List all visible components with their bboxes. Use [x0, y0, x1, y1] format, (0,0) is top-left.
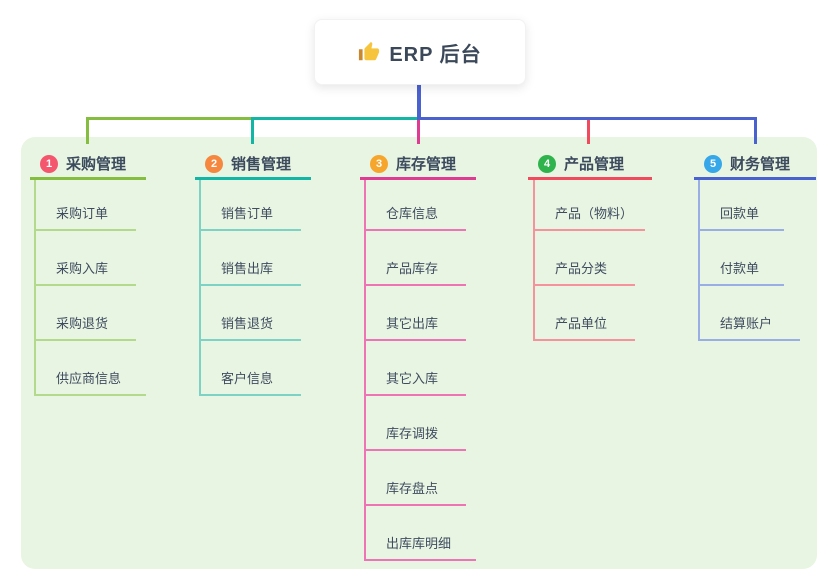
leaf-node[interactable]: 其它入库: [364, 364, 466, 396]
leaf-node[interactable]: 产品库存: [364, 254, 466, 286]
branch-badge-1: 1: [40, 154, 58, 173]
branch-badge-5: 5: [704, 154, 722, 173]
leaf-label: 产品库存: [386, 261, 439, 276]
leaf-label: 采购订单: [56, 206, 109, 221]
leaf-label: 仓库信息: [386, 206, 439, 221]
leaf-label: 库存盘点: [386, 481, 439, 496]
branch-badge-2: 2: [205, 154, 223, 173]
leaf-node[interactable]: 采购入库: [34, 254, 136, 286]
leaf-node[interactable]: 采购退货: [34, 309, 136, 341]
leaf-node[interactable]: 库存调拨: [364, 419, 466, 451]
root-node-label: ERP 后台: [389, 43, 482, 66]
leaf-label: 采购退货: [56, 316, 109, 331]
branch-label: 产品管理: [564, 156, 625, 173]
leaf-label: 结算账户: [720, 316, 773, 331]
branch-title-purchase[interactable]: 1 采购管理: [30, 150, 146, 180]
drop-line-finance: [754, 117, 757, 144]
rail-blue-line: [417, 117, 757, 120]
leaf-node[interactable]: 回款单: [698, 199, 784, 231]
branch-spine-purchase: [34, 180, 36, 396]
leaf-node[interactable]: 销售退货: [199, 309, 301, 341]
branch-spine-finance: [698, 180, 700, 341]
leaf-node[interactable]: 产品单位: [533, 309, 635, 341]
branch-label: 销售管理: [231, 156, 292, 173]
leaf-node[interactable]: 产品分类: [533, 254, 635, 286]
leaf-label: 出库库明细: [386, 536, 452, 551]
leaf-label: 其它出库: [386, 316, 439, 331]
drop-line-inventory: [417, 120, 420, 144]
branch-label: 采购管理: [66, 156, 127, 173]
leaf-node[interactable]: 供应商信息: [34, 364, 146, 396]
leaf-node[interactable]: 采购订单: [34, 199, 136, 231]
leaf-node[interactable]: 仓库信息: [364, 199, 466, 231]
leaf-node[interactable]: 结算账户: [698, 309, 800, 341]
branch-badge-3: 3: [370, 154, 388, 173]
leaf-label: 库存调拨: [386, 426, 439, 441]
branch-label: 财务管理: [730, 156, 791, 173]
leaf-label: 销售订单: [221, 206, 274, 221]
drop-line-product: [587, 120, 590, 144]
leaf-label: 销售出库: [221, 261, 274, 276]
leaf-node[interactable]: 出库库明细: [364, 529, 476, 561]
root-node-erp[interactable]: ERP 后台: [314, 19, 526, 85]
branch-spine-sales: [199, 180, 201, 396]
branch-title-finance[interactable]: 5 财务管理: [694, 150, 816, 180]
drop-line-sales: [251, 117, 254, 144]
leaf-node[interactable]: 产品（物料）: [533, 199, 645, 231]
branch-spine-inventory: [364, 180, 366, 561]
leaf-label: 客户信息: [221, 371, 274, 386]
leaf-label: 其它入库: [386, 371, 439, 386]
leaf-label: 供应商信息: [56, 371, 122, 386]
branches-panel: [21, 137, 817, 569]
leaf-label: 销售退货: [221, 316, 274, 331]
drop-line-purchase: [86, 117, 89, 144]
branch-badge-4: 4: [538, 154, 556, 173]
branch-spine-product: [533, 180, 535, 341]
leaf-node[interactable]: 销售出库: [199, 254, 301, 286]
rail-teal-line: [251, 117, 417, 120]
leaf-node[interactable]: 付款单: [698, 254, 784, 286]
branch-label: 库存管理: [396, 156, 457, 173]
leaf-label: 产品（物料）: [555, 206, 634, 221]
leaf-node[interactable]: 库存盘点: [364, 474, 466, 506]
leaf-label: 产品分类: [555, 261, 608, 276]
leaf-node[interactable]: 客户信息: [199, 364, 301, 396]
leaf-label: 付款单: [720, 261, 760, 276]
leaf-node[interactable]: 其它出库: [364, 309, 466, 341]
root-stem-line: [417, 83, 421, 120]
leaf-label: 产品单位: [555, 316, 608, 331]
leaf-label: 采购入库: [56, 261, 109, 276]
leaf-label: 回款单: [720, 206, 760, 221]
branch-title-product[interactable]: 4 产品管理: [528, 150, 652, 180]
branch-title-inventory[interactable]: 3 库存管理: [360, 150, 476, 180]
leaf-node[interactable]: 销售订单: [199, 199, 301, 231]
branch-title-sales[interactable]: 2 销售管理: [195, 150, 311, 180]
thumbs-up-icon: [359, 41, 380, 61]
